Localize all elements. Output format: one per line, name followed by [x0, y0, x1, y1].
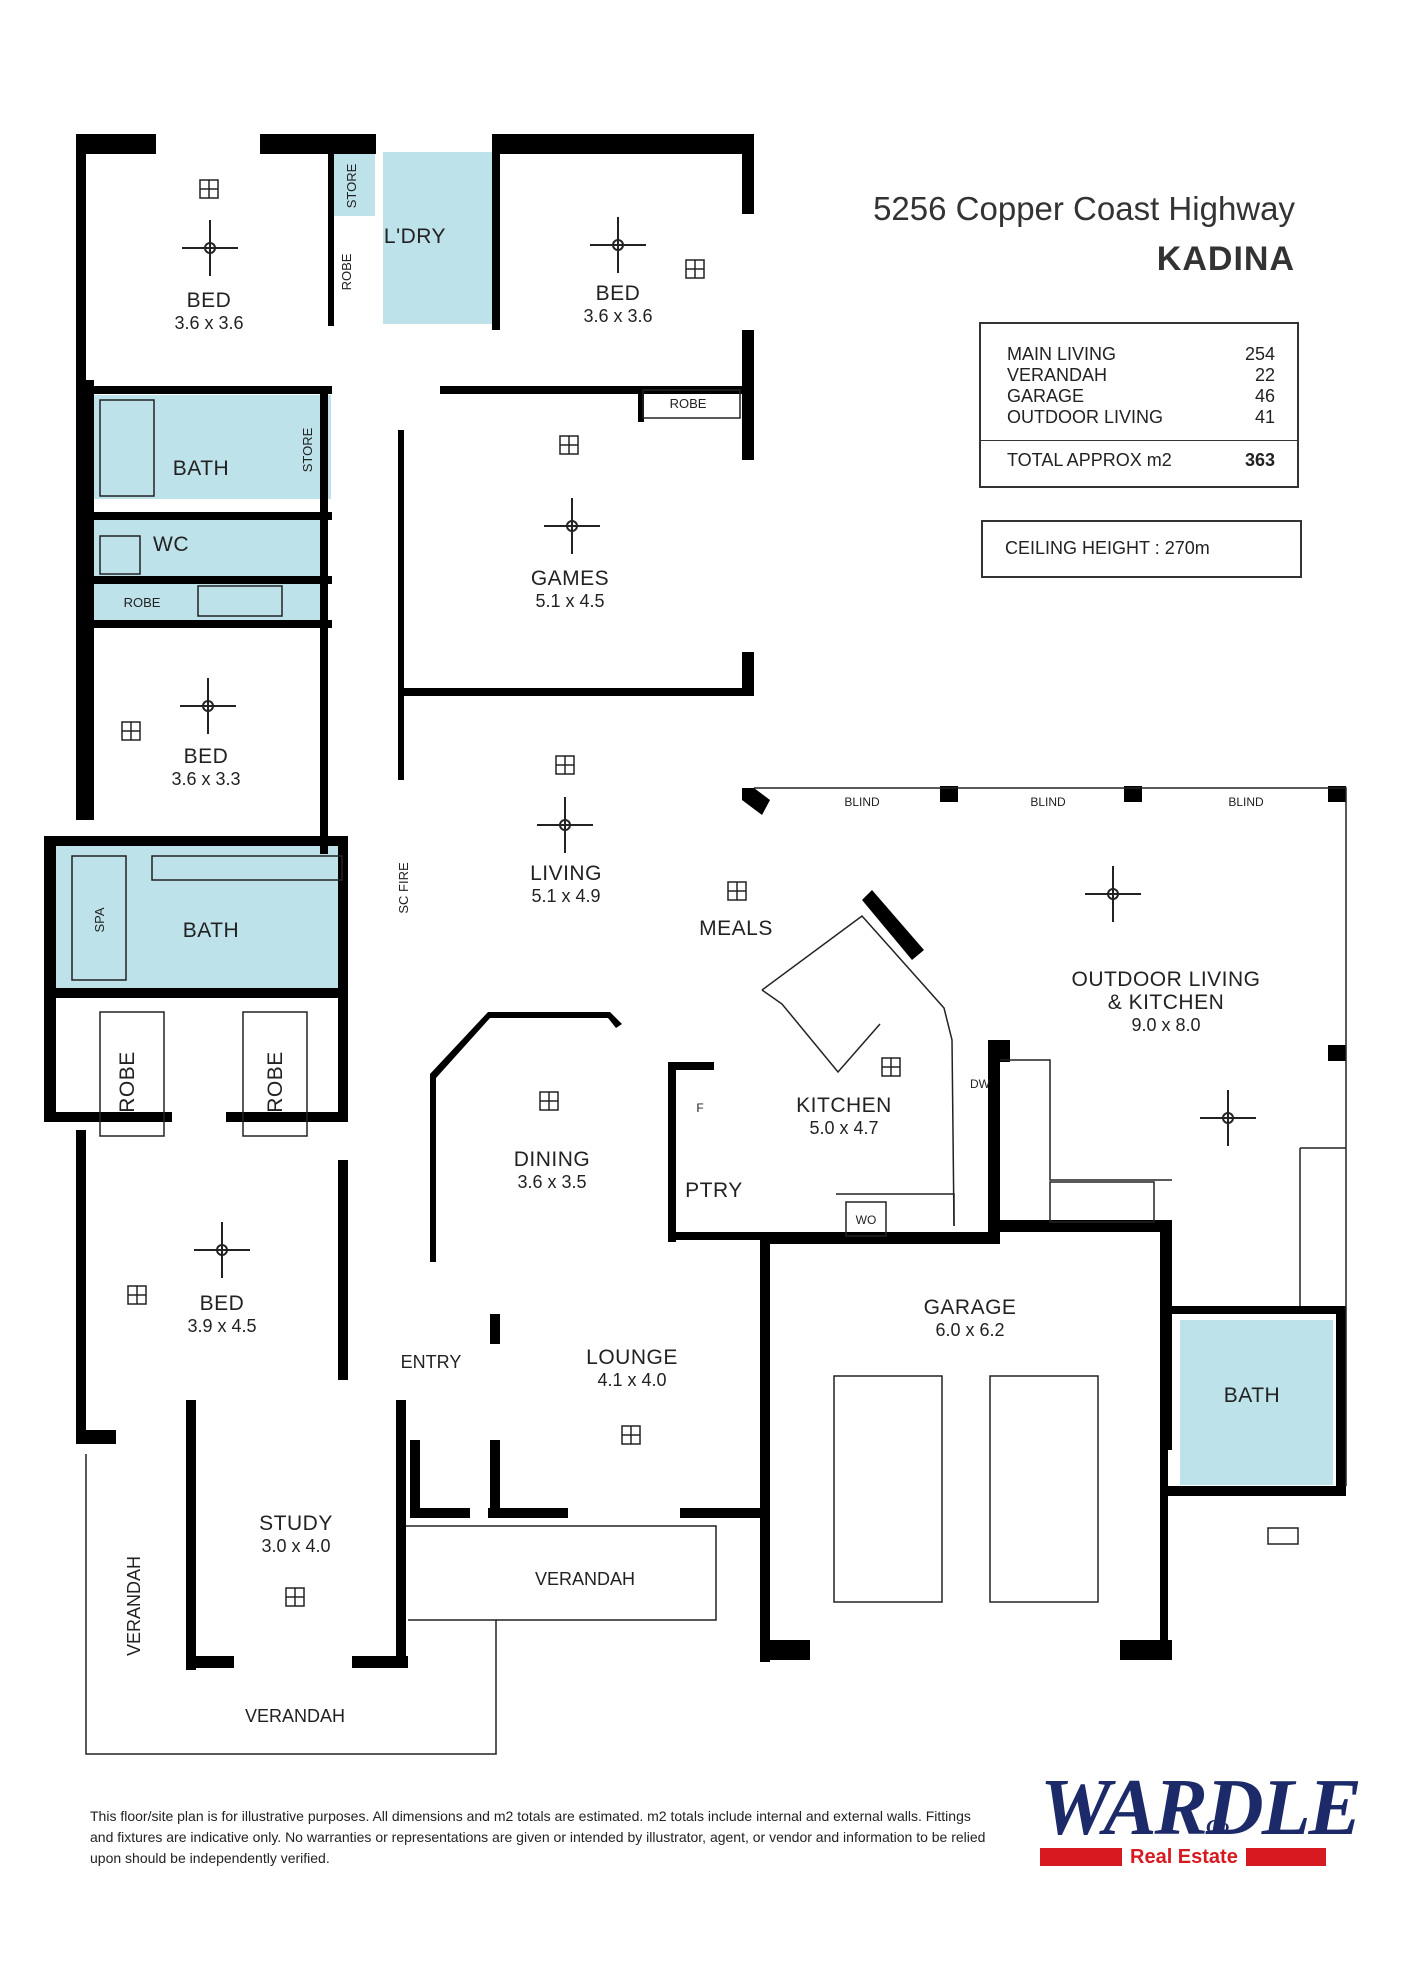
robe-label: ROBE: [670, 396, 707, 411]
area-value: 254: [1244, 344, 1275, 364]
room-dim-outdoor: 9.0 x 8.0: [1131, 1015, 1200, 1035]
area-row-main-living: MAIN LIVING 254: [1007, 344, 1275, 365]
room-name-entry: ENTRY: [401, 1352, 462, 1372]
room-dim-kitchen: 5.0 x 4.7: [809, 1118, 878, 1138]
room-name-living: LIVING: [530, 862, 602, 885]
area-value: 41: [1254, 407, 1275, 427]
room-labels: BED 3.6 x 3.6 BED 3.6 x 3.6 L'DRY BATH W…: [153, 225, 1280, 1556]
room-dim-bed3: 3.6 x 3.3: [171, 769, 240, 789]
blind-label: BLIND: [844, 795, 880, 809]
room-name-bed3: BED: [184, 745, 229, 768]
area-row-garage: GARAGE 46: [1007, 386, 1275, 407]
spa-label: SPA: [92, 907, 107, 932]
area-label: VERANDAH: [1007, 365, 1108, 385]
room-dim-lounge: 4.1 x 4.0: [597, 1370, 666, 1390]
total-value: 363: [1244, 450, 1275, 470]
thin-lines: [71, 399, 1347, 1755]
room-dim-games: 5.1 x 4.5: [535, 591, 604, 611]
verandah-label: VERANDAH: [245, 1706, 345, 1726]
room-name-bed1: BED: [187, 289, 232, 312]
logo-co: Co.: [1206, 1816, 1235, 1838]
blind-label: BLIND: [1228, 795, 1264, 809]
dw-label: DW: [970, 1077, 991, 1091]
room-name-outdoor-1: OUTDOOR LIVING: [1071, 968, 1260, 991]
area-value: 22: [1254, 365, 1275, 385]
robe-label: ROBE: [339, 253, 354, 290]
ceiling-vents: [121, 179, 901, 1607]
area-value: 46: [1254, 386, 1275, 406]
room-name-laundry: L'DRY: [384, 225, 446, 248]
blind-label: BLIND: [1030, 795, 1066, 809]
ceiling-height-box: CEILING HEIGHT : 270m: [981, 520, 1302, 578]
room-dim-study: 3.0 x 4.0: [261, 1536, 330, 1556]
room-name-bath1: BATH: [173, 457, 229, 480]
town-title: KADINA: [1156, 240, 1295, 278]
room-name-lounge: LOUNGE: [586, 1346, 678, 1369]
verandah-label: VERANDAH: [124, 1556, 144, 1656]
wo-label: WO: [856, 1213, 877, 1227]
room-name-dining: DINING: [514, 1148, 591, 1171]
room-dim-bed1: 3.6 x 3.6: [174, 313, 243, 333]
disclaimer-text: This floor/site plan is for illustrative…: [90, 1808, 986, 1866]
room-name-kitchen: KITCHEN: [796, 1094, 892, 1117]
room-dim-bed2: 3.6 x 3.6: [583, 306, 652, 326]
area-label: OUTDOOR LIVING: [1007, 407, 1164, 427]
room-name-bath3: BATH: [1224, 1384, 1280, 1407]
area-row-outdoor-living: OUTDOOR LIVING 41: [1007, 407, 1275, 428]
area-row-total: TOTAL APPROX m2 363: [1007, 450, 1275, 471]
room-name-bed2: BED: [596, 282, 641, 305]
ceiling-fans: [180, 217, 1256, 1278]
room-name-outdoor-2: & KITCHEN: [1108, 991, 1225, 1014]
sc-fire-label: SC FIRE: [396, 862, 411, 914]
address-title: 5256 Copper Coast Highway: [873, 190, 1295, 227]
room-name-study: STUDY: [259, 1512, 333, 1535]
store-label: STORE: [300, 427, 315, 472]
logo-wordmark: WARDLE: [1040, 1764, 1362, 1852]
fridge-label: F: [696, 1101, 703, 1115]
logo-subtitle: Real Estate: [1122, 1846, 1246, 1868]
verandah-label: VERANDAH: [535, 1569, 635, 1589]
area-label: MAIN LIVING: [1007, 344, 1117, 364]
area-divider: [981, 440, 1297, 441]
room-name-pantry: PTRY: [685, 1179, 743, 1202]
room-name-bath2: BATH: [183, 919, 239, 942]
agency-logo: WARDLE Co. Real Estate: [1036, 1768, 1362, 1868]
walls: [44, 134, 1346, 1670]
room-name-games: GAMES: [531, 567, 609, 590]
room-name-meals: MEALS: [699, 917, 773, 940]
room-dim-bed4: 3.9 x 4.5: [187, 1316, 256, 1336]
area-row-verandah: VERANDAH 22: [1007, 365, 1275, 386]
store-label: STORE: [344, 163, 359, 208]
robe-label: ROBE: [124, 595, 161, 610]
robe-label: ROBE: [116, 1051, 139, 1113]
room-dim-living: 5.1 x 4.9: [531, 886, 600, 906]
room-name-garage: GARAGE: [924, 1296, 1017, 1319]
wet-areas: [55, 152, 1333, 1485]
room-name-wc: WC: [153, 533, 189, 556]
room-dim-garage: 6.0 x 6.2: [935, 1320, 1004, 1340]
robe-label: ROBE: [264, 1051, 287, 1113]
minor-labels: STORE ROBE ROBE STORE ROBE SPA SC FIRE R…: [92, 163, 1264, 1726]
area-label: GARAGE: [1007, 386, 1085, 406]
room-name-bed4: BED: [200, 1292, 245, 1315]
room-dim-dining: 3.6 x 3.5: [517, 1172, 586, 1192]
area-summary-box: MAIN LIVING 254 VERANDAH 22 GARAGE 46 OU…: [979, 322, 1299, 488]
total-label: TOTAL APPROX m2: [1007, 450, 1172, 470]
